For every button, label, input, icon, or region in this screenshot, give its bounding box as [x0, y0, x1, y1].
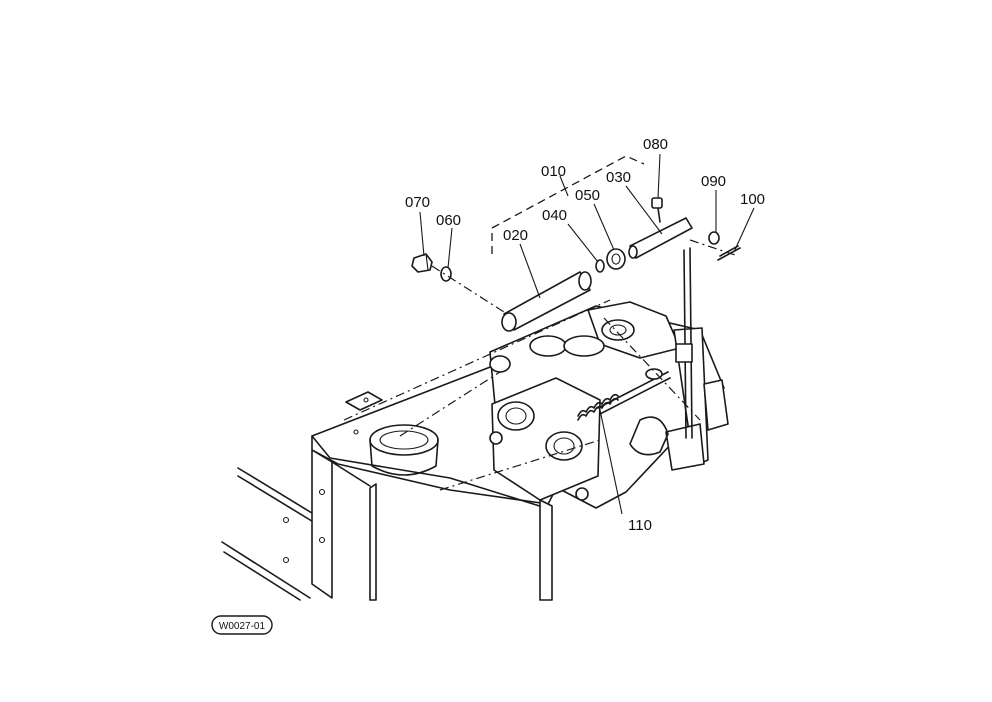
- bolt-070: [411, 253, 433, 273]
- callout-020: 020: [503, 227, 528, 244]
- callout-070: 070: [405, 194, 430, 211]
- exploded-parts: [411, 197, 741, 332]
- callout-090: 090: [701, 173, 726, 190]
- center-lines: [343, 239, 739, 491]
- callout-100: 100: [740, 191, 765, 208]
- callout-110: 110: [628, 517, 652, 534]
- callout-080: 080: [643, 136, 668, 153]
- figure-id-tag: W0027-01: [211, 615, 273, 635]
- bolt-080: [651, 197, 663, 223]
- callout-060: 060: [436, 212, 461, 229]
- washer-090: [708, 231, 720, 245]
- callout-030: 030: [606, 169, 631, 186]
- washer-040: [595, 259, 605, 273]
- valve-body: [489, 247, 729, 509]
- bearing-050: [606, 248, 626, 270]
- return-spring: [577, 393, 623, 515]
- washer-060: [440, 266, 452, 282]
- cotter-pin-100: [717, 245, 741, 261]
- pin-020: [501, 271, 592, 332]
- callout-010: 010: [541, 163, 566, 180]
- callout-050: 050: [575, 187, 600, 204]
- group-bracket-010: [491, 155, 645, 254]
- callout-040: 040: [542, 207, 567, 224]
- leader-lines: [419, 153, 755, 299]
- shaft-030: [628, 217, 693, 259]
- callout-labels: 010 020 030 040 050 060 070 080 090 100 …: [405, 136, 765, 534]
- figure-id-text: W0027-01: [219, 621, 266, 632]
